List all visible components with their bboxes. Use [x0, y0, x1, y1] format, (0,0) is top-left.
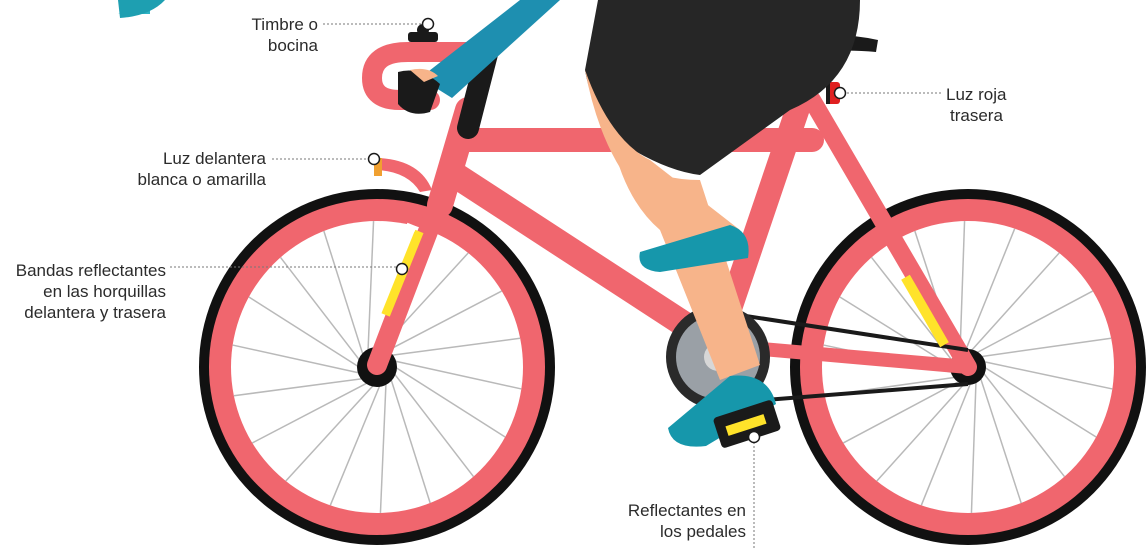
rear-light-label-line1: Luz roja — [946, 84, 1046, 105]
bell-label-line1: Timbre o — [218, 14, 318, 35]
fork-bands-label-line1: Bandas reflectantes — [0, 260, 166, 281]
front-fender — [378, 158, 432, 192]
pedals-label-line2: los pedales — [610, 521, 746, 542]
fork-bands-label-line2: en las horquillas — [0, 281, 166, 302]
bell-label: Timbre o bocina — [218, 14, 318, 56]
rear-light-marker — [835, 88, 846, 99]
pedals-label-line1: Reflectantes en — [610, 500, 746, 521]
front-light-label-line2: blanca o amarilla — [100, 169, 266, 190]
fork-bands-label: Bandas reflectantes en las horquillas de… — [0, 260, 166, 323]
pedal-marker — [749, 432, 760, 443]
fork-band-marker — [397, 264, 408, 275]
pedals-label: Reflectantes en los pedales — [610, 500, 746, 542]
front-light-marker — [369, 154, 380, 165]
front-light-label: Luz delantera blanca o amarilla — [100, 148, 266, 190]
bell-marker — [423, 19, 434, 30]
fork-bands-label-line3: delantera y trasera — [0, 302, 166, 323]
bell-label-line2: bocina — [218, 35, 318, 56]
front-light-label-line1: Luz delantera — [100, 148, 266, 169]
corner-teal-shape — [118, 0, 165, 18]
rear-light-label: Luz roja trasera — [946, 84, 1046, 126]
rear-light-label-line2: trasera — [946, 105, 1046, 126]
